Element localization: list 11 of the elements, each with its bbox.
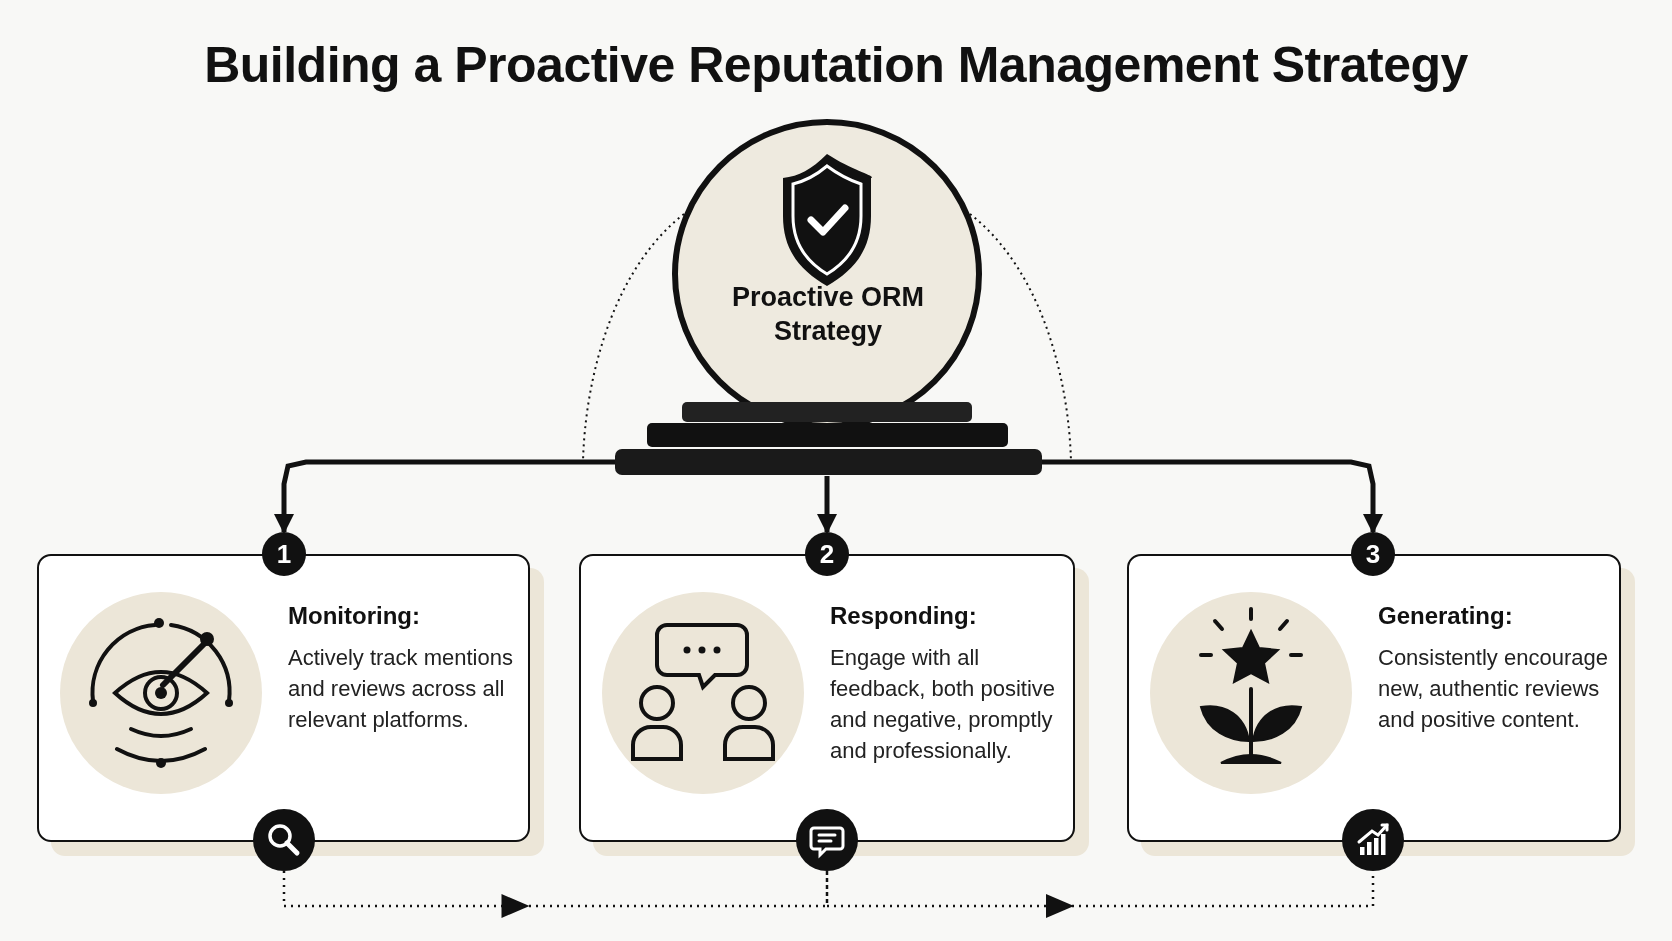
step-number: 1 xyxy=(262,532,306,576)
title: Building a Proactive Reputation Management Strategy xyxy=(203,36,1469,94)
step-number: 3 xyxy=(1351,532,1395,576)
hub-label: Proactive ORM Strategy xyxy=(730,281,926,348)
card-description: Actively track mentions and reviews across all relevant platforms. xyxy=(288,644,514,734)
step-number: 2 xyxy=(805,532,849,576)
card-heading: Responding: xyxy=(830,602,977,630)
card-description: Engage with all feedback, both positive and negative, promptly and professionally. xyxy=(830,644,1057,765)
card-heading: Generating: xyxy=(1378,602,1513,630)
card-heading: Monitoring: xyxy=(288,602,420,630)
card-description: Consistently encourage new, authentic reviews and positive content. xyxy=(1378,644,1609,734)
